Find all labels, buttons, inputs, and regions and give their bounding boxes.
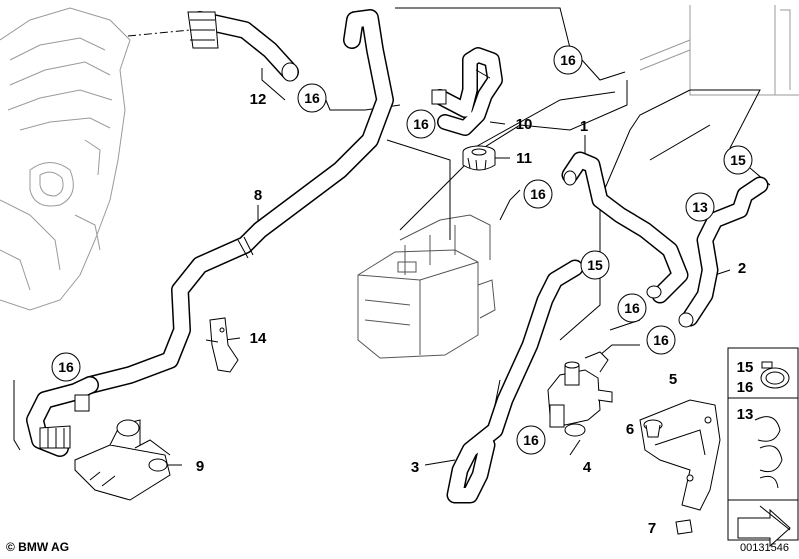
- label-part-1: 1: [580, 118, 588, 135]
- hose-8: [81, 9, 394, 394]
- svg-text:16: 16: [413, 116, 429, 132]
- document-number: 00131546: [740, 542, 789, 554]
- svg-text:16: 16: [653, 332, 669, 348]
- label-part-3: 3: [411, 459, 419, 476]
- callout-16-hose-1: 16: [523, 179, 553, 209]
- hose-1: [561, 151, 689, 304]
- legend-label-16: 16: [737, 379, 754, 396]
- engine-block-outline: [0, 7, 131, 311]
- callout-16-valve-left: 16: [516, 425, 546, 455]
- hose-2: [678, 176, 769, 328]
- label-part-8: 8: [254, 187, 262, 204]
- legend-labels: 15 16 13: [737, 359, 754, 423]
- part-7-clip: [675, 519, 693, 535]
- arrow-icon: [737, 505, 791, 548]
- callout-16-top-left: 16: [297, 83, 327, 113]
- part-number-labels: 1 2 3 4 5 6 7 8 9 10 11 12 14: [196, 91, 746, 537]
- label-part-7: 7: [648, 520, 656, 537]
- svg-text:16: 16: [58, 359, 74, 375]
- label-part-12: 12: [250, 91, 267, 108]
- body-panel-outline: [639, 5, 799, 96]
- svg-text:16: 16: [624, 300, 640, 316]
- callout-16-top-right: 16: [553, 45, 583, 75]
- label-part-2: 2: [738, 260, 746, 277]
- label-part-9: 9: [196, 458, 204, 475]
- callout-16-right-mid: 16: [617, 293, 647, 323]
- part-6-screw: [643, 419, 663, 438]
- callout-15-right: 15: [723, 145, 753, 175]
- rubber-mount-11: [462, 145, 496, 171]
- label-part-14: 14: [250, 330, 267, 347]
- callout-16-hose-10: 16: [406, 109, 436, 139]
- svg-text:16: 16: [523, 432, 539, 448]
- label-part-6: 6: [626, 421, 634, 438]
- copyright-brand: © BMW AG: [6, 540, 70, 554]
- callout-circles: 16 16 16 16 16 16 16 16: [51, 45, 753, 455]
- legend-label-15: 15: [737, 359, 754, 376]
- svg-text:13: 13: [692, 199, 708, 215]
- hose-10: [431, 47, 503, 136]
- svg-text:15: 15: [730, 152, 746, 168]
- callout-13: 13: [685, 192, 715, 222]
- hose-12: [187, 11, 299, 82]
- hose-clip-icon: [754, 416, 783, 489]
- legend-label-13: 13: [737, 406, 754, 423]
- label-part-11: 11: [516, 150, 532, 167]
- callout-15-mid: 15: [580, 250, 610, 280]
- svg-text:15: 15: [587, 257, 603, 273]
- legend-box: [727, 347, 799, 548]
- label-part-4: 4: [583, 459, 592, 476]
- water-pump-9: [74, 419, 171, 501]
- bracket-5: [639, 399, 721, 511]
- svg-text:16: 16: [530, 186, 546, 202]
- callout-16-left: 16: [51, 352, 81, 382]
- label-part-10: 10: [516, 116, 533, 133]
- valve-4: [547, 351, 613, 437]
- svg-text:16: 16: [560, 52, 576, 68]
- bracket-14: [205, 317, 239, 373]
- auxiliary-heater-unit: [357, 214, 496, 359]
- label-part-5: 5: [669, 371, 677, 388]
- hose-9-assembly: [26, 376, 99, 457]
- hose-clamp-icon: [760, 361, 790, 389]
- hose-3: [446, 259, 584, 504]
- svg-text:16: 16: [304, 90, 320, 106]
- callout-16-valve-right: 16: [646, 325, 676, 355]
